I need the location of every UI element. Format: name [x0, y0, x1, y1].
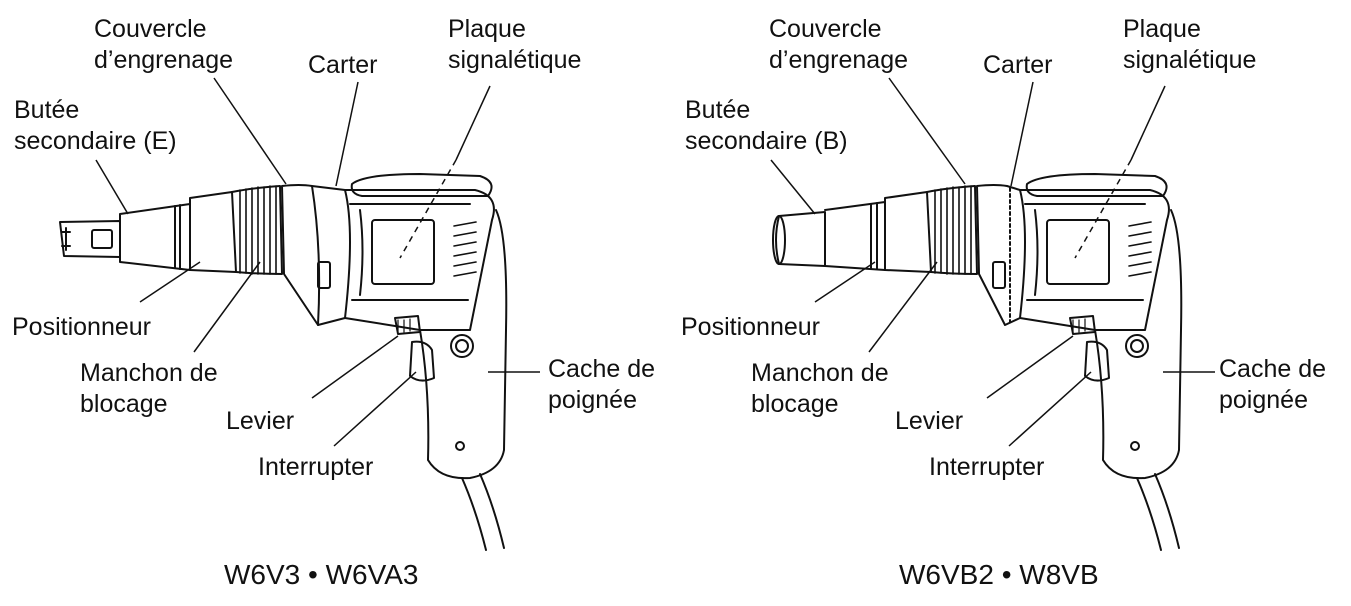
lever — [1070, 316, 1095, 334]
label-couvercle: Couvercle d’engrenage — [769, 15, 909, 74]
gear-cover — [282, 185, 350, 325]
nameplate — [1047, 220, 1109, 284]
label-levier: Levier — [226, 407, 295, 435]
label-positionneur: Positionneur — [681, 313, 820, 341]
leader-positionneur — [140, 262, 200, 302]
handle — [420, 210, 506, 478]
leader-manchon — [194, 262, 260, 352]
reverse-switch — [1126, 335, 1148, 357]
diagram-panel-w6v3: Couvercle d’engrenage Carter Plaque sign… — [0, 0, 676, 606]
power-cord — [462, 474, 504, 550]
handle — [1095, 210, 1181, 478]
housing — [345, 190, 494, 330]
leader-manchon — [869, 262, 937, 352]
label-manchon: Manchon de blocage — [80, 359, 218, 418]
label-levier: Levier — [895, 407, 964, 435]
leader-carter — [1011, 82, 1033, 186]
label-plaque: Plaque signalétique — [448, 15, 582, 74]
label-carter: Carter — [308, 51, 378, 79]
label-interrupter: Interrupter — [929, 453, 1045, 481]
leader-levier — [987, 336, 1073, 398]
leader-carter — [336, 82, 358, 186]
screwdriver-illustration — [0, 0, 676, 606]
positioner-tip — [60, 221, 120, 257]
gear-cover — [977, 185, 1025, 325]
power-cord — [1137, 474, 1179, 550]
belt-hook — [1027, 174, 1167, 196]
nameplate — [372, 220, 434, 284]
trigger — [410, 342, 434, 381]
reverse-switch — [451, 335, 473, 357]
leader-plaque — [1131, 86, 1165, 160]
trigger — [1085, 342, 1109, 381]
leader-positionneur — [815, 262, 875, 302]
label-cache: Cache de poignée — [1219, 355, 1327, 414]
leader-plaque — [456, 86, 490, 160]
leader-levier — [312, 336, 398, 398]
belt-hook — [352, 174, 492, 196]
leader-butee — [96, 160, 128, 214]
label-butee: Butée secondaire (E) — [14, 96, 177, 155]
leader-plaque-dashed — [1075, 160, 1131, 258]
model-caption: W6V3 • W6VA3 — [224, 559, 419, 590]
lever — [395, 316, 420, 334]
screwdriver-illustration — [675, 0, 1351, 606]
label-couvercle: Couvercle d’engrenage — [94, 15, 234, 74]
locking-sleeve — [885, 186, 977, 274]
leader-interrupter — [334, 372, 416, 446]
stopper-nose — [776, 212, 825, 266]
housing — [1020, 190, 1169, 330]
label-butee: Butée secondaire (B) — [685, 96, 848, 155]
leader-interrupter — [1009, 372, 1091, 446]
label-carter: Carter — [983, 51, 1053, 79]
label-cache: Cache de poignée — [548, 355, 656, 414]
diagram-panel-w6vb2: Couvercle d’engrenage Carter Plaque sign… — [675, 0, 1351, 606]
label-manchon: Manchon de blocage — [751, 359, 889, 418]
model-caption: W6VB2 • W8VB — [899, 559, 1099, 590]
leader-couvercle — [214, 78, 286, 184]
locking-sleeve — [190, 186, 282, 274]
leader-plaque-dashed — [400, 160, 456, 258]
label-plaque: Plaque signalétique — [1123, 15, 1257, 74]
label-positionneur: Positionneur — [12, 313, 151, 341]
leader-couvercle — [889, 78, 965, 184]
leader-butee — [771, 160, 815, 214]
label-interrupter: Interrupter — [258, 453, 374, 481]
